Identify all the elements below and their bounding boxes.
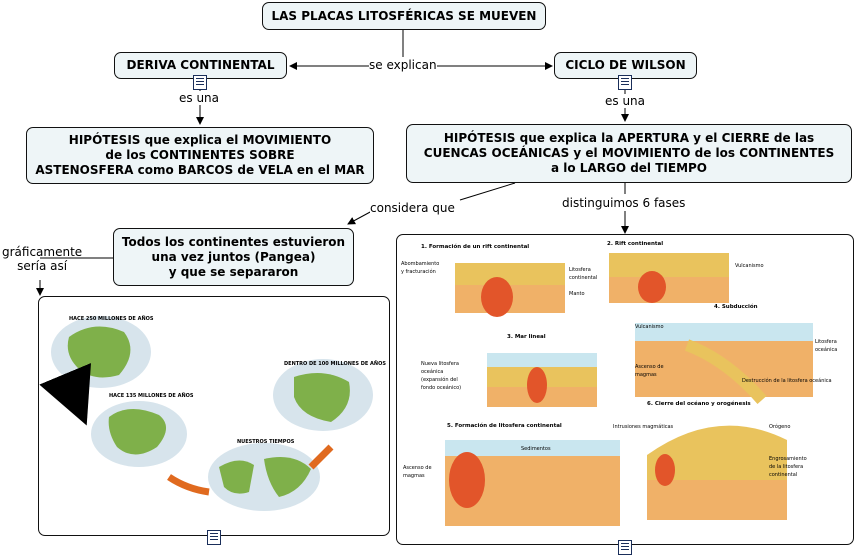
label-vulcanismo-2: Vulcanismo <box>635 324 664 330</box>
main-title: LAS PLACAS LITOSFÉRICAS SE MUEVEN <box>271 8 537 23</box>
hipotesis-deriva-line: HIPÓTESIS que explica el MOVIMIENTO <box>68 133 332 147</box>
label-destruccion: Destrucción de la litosfera oceánica <box>742 377 832 384</box>
label-abombamiento: Abombamiento <box>401 261 439 267</box>
phase-5-title: 5. Formación de litosfera continental <box>447 422 562 429</box>
hipotesis-deriva-line: de los CONTINENTES SOBRE <box>105 148 295 162</box>
label-nueva: fondo oceánico) <box>421 384 461 391</box>
label-nuestros: NUESTROS TIEMPOS <box>237 439 295 445</box>
label-intrusiones: Intrusiones magmáticas <box>613 423 674 430</box>
label-litosfera-oce: oceánica <box>815 346 837 353</box>
document-icon[interactable] <box>193 75 207 90</box>
label-litosfera-oce: Litosfera <box>815 339 837 345</box>
label-sedimentos: Sedimentos <box>521 446 551 452</box>
label-litosfera-cont: continental <box>569 275 597 281</box>
world-maps-illustration: HACE 250 MILLONES DE AÑOS HACE 135 MILLO… <box>39 315 386 511</box>
label-engrosamiento: de la litosfera <box>769 464 803 470</box>
phase-4-title: 4. Subducción <box>714 303 758 310</box>
pangea-line: Todos los continentes estuvieron <box>121 234 346 249</box>
link-distinguimos: distinguimos 6 fases <box>562 196 686 210</box>
label-engrosamiento: continental <box>769 472 797 478</box>
label-vulcanismo: Vulcanismo <box>735 263 764 269</box>
phase-6-title: 6. Cierre del océano y orogénesis <box>647 400 751 407</box>
link-graficamente: gráficamente sería así <box>2 245 82 273</box>
label-orogeno: Orógeno <box>769 423 790 430</box>
wilson-cycle-image[interactable]: 1. Formación de un rift continental 2. R… <box>396 234 854 545</box>
label-litosfera-cont: Litosfera <box>569 267 591 273</box>
link-es-una-right: es una <box>605 94 646 108</box>
deriva-label: DERIVA CONTINENTAL <box>126 58 275 72</box>
hipotesis-wilson-line: CUENCAS OCEÁNICAS y el MOVIMIENTO de los… <box>423 146 835 160</box>
label-ascenso: magmas <box>635 372 657 378</box>
graficamente-line: sería así <box>17 259 68 273</box>
link-se-explican: se explican <box>369 58 437 72</box>
hipotesis-wilson-line: a lo LARGO del TIEMPO <box>550 161 708 175</box>
hipotesis-wilson-node[interactable]: HIPÓTESIS que explica la APERTURA y el C… <box>406 124 852 183</box>
wilson-cycle-illustration: 1. Formación de un rift continental 2. R… <box>401 241 837 526</box>
document-icon[interactable] <box>618 540 632 555</box>
wilson-label: CICLO DE WILSON <box>565 58 686 72</box>
phase-3-title: 3. Mar lineal <box>507 334 546 340</box>
label-ascenso: Ascenso de <box>635 364 664 370</box>
ciclo-wilson-node[interactable]: CICLO DE WILSON <box>554 52 697 79</box>
phase-2-title: 2. Rift continental <box>607 241 663 247</box>
label-ascenso-2: Ascenso de <box>403 465 432 471</box>
label-abombamiento: y fracturación <box>401 268 436 275</box>
phase-1-title: 1. Formación de un rift continental <box>421 243 529 250</box>
label-manto: Manto <box>569 291 585 297</box>
label-nueva: (expansión del <box>421 376 458 383</box>
document-icon[interactable] <box>207 530 221 545</box>
label-nueva: Nueva litosfera <box>421 361 459 367</box>
label-dentro100: DENTRO DE 100 MILLONES DE AÑOS <box>284 360 386 367</box>
continental-drift-image[interactable]: HACE 250 MILLONES DE AÑOS HACE 135 MILLO… <box>38 296 390 536</box>
label-ascenso-2: magmas <box>403 473 425 479</box>
link-es-una-left: es una <box>179 91 220 105</box>
deriva-continental-node[interactable]: DERIVA CONTINENTAL <box>114 52 287 79</box>
document-icon[interactable] <box>618 75 632 90</box>
pangea-line: una vez juntos (Pangea) <box>151 249 316 264</box>
hipotesis-deriva-node[interactable]: HIPÓTESIS que explica el MOVIMIENTO de l… <box>26 127 374 184</box>
hipotesis-deriva-line: ASTENOSFERA como BARCOS de VELA en el MA… <box>35 163 365 177</box>
label-engrosamiento: Engrosamiento <box>769 456 807 462</box>
pangea-line: y que se separaron <box>168 264 299 279</box>
label-hace135: HACE 135 MILLONES DE AÑOS <box>109 392 194 399</box>
hipotesis-wilson-line: HIPÓTESIS que explica la APERTURA y el C… <box>443 131 815 145</box>
pangea-node[interactable]: Todos los continentes estuvieron una vez… <box>113 228 354 286</box>
main-title-node[interactable]: LAS PLACAS LITOSFÉRICAS SE MUEVEN <box>262 2 546 30</box>
label-nueva: oceánica <box>421 368 443 375</box>
graficamente-line: gráficamente <box>2 245 83 259</box>
label-hace250: HACE 250 MILLONES DE AÑOS <box>69 315 154 322</box>
link-considera-que: considera que <box>370 201 455 215</box>
